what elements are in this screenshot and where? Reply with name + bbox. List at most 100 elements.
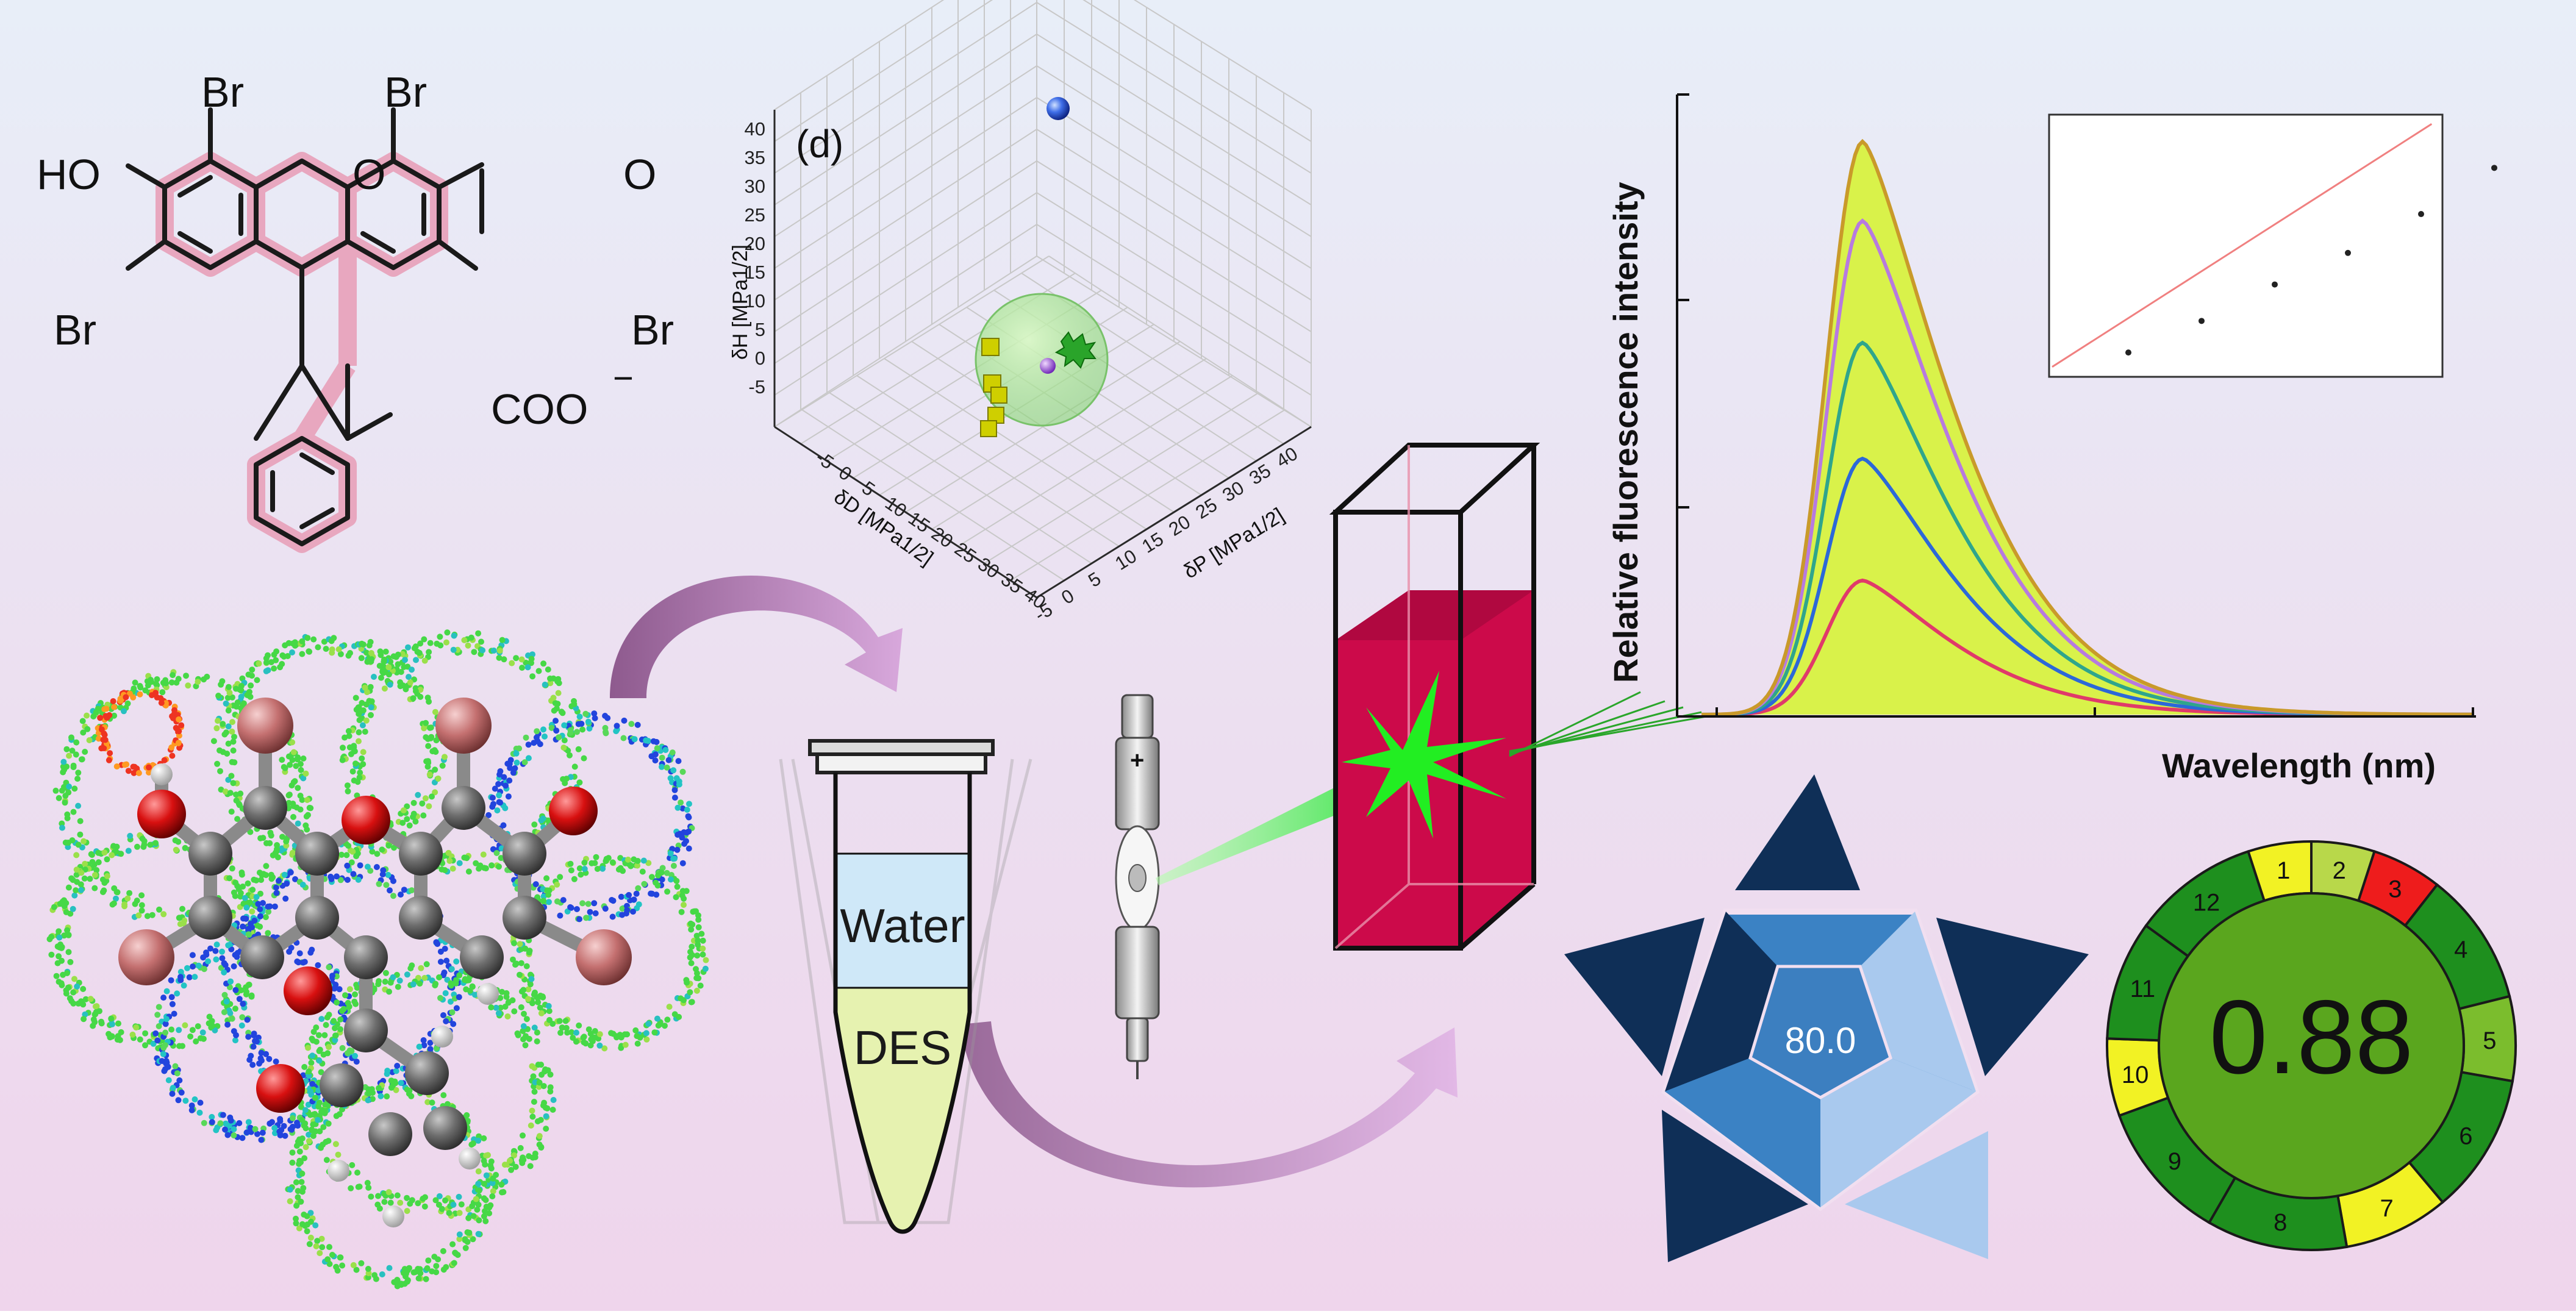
wheel-segment-label: 4 [2454,937,2467,963]
carboxylate-label: COO [491,385,588,433]
dp-tick: 5 [1084,568,1104,591]
xenon-lamp: + [1115,694,1160,1079]
wheel-segment-label: 9 [2168,1148,2181,1175]
des-phase [835,988,970,1232]
dp-tick: 40 [1272,443,1301,472]
dh-tick: 25 [745,204,765,226]
esp-molecule-model [46,629,709,1290]
emission-rays [1509,691,1717,757]
inset-point [2125,349,2131,356]
tube-body [833,773,972,1234]
des-label: DES [854,1021,951,1074]
process-arrow-top [610,576,903,698]
wheel-segment-label: 10 [2122,1062,2149,1088]
eosin-structure: Br Br HO O O Br Br COO − [37,68,674,553]
hansen-sphere [975,293,1109,427]
cuvette [1329,443,1540,951]
fluorescence-spectrum: Relative fluorescence intensity Waveleng… [1606,93,2497,785]
inset-point [2345,249,2351,256]
hydroxyl-label: HO [37,151,101,198]
spectrum-y-label: Relative fluorescence intensity [1606,182,1645,683]
agree-center [1748,965,1893,1099]
tube-cap [808,739,995,756]
agree-triangle-bottom-left [1662,1110,1808,1262]
charge-label: − [613,359,634,398]
agree-triangle-top [1735,774,1860,890]
wheel-segment-label: 12 [2193,889,2220,916]
spectrum-x-label: Wavelength (nm) [2162,746,2436,785]
centrifuge-tube: Water DES [779,739,1032,1234]
water-phase [835,854,970,988]
wheel-segment-label: 8 [2274,1209,2287,1236]
bromine-label-3: Br [54,306,96,354]
wheel-segment-label: 6 [2459,1123,2472,1149]
dp-tick: 0 [1057,585,1078,609]
wheel-segment-label: 7 [2380,1195,2393,1222]
solute-point-blue [1046,97,1070,120]
wheel-center [2158,892,2465,1199]
dh-tick: 5 [755,319,765,340]
wheel-segment-label: 1 [2277,857,2290,884]
process-arrow-bottom [961,1021,1458,1188]
spectrum-fill [1701,141,2475,715]
dh-tick-labels: 40 35 30 25 20 15 10 5 0 -5 [745,118,765,398]
cube-points [980,338,1007,437]
dh-axis-label: δH [MPa1/2] [729,245,752,360]
dh-tick: 15 [745,262,765,283]
axis-lines [773,110,1312,599]
wheel-segment-label: 3 [2388,876,2402,903]
agree-triangle-right [1936,918,2089,1076]
agree-score: 80.0 [1785,1020,1856,1061]
keto-oxygen-label: O [623,151,656,198]
wheel-score: 0.88 [2209,979,2414,1096]
calibration-inset [2048,113,2497,378]
dh-tick: -5 [748,376,765,398]
dp-axis-label: δP [MPa1/2] [1179,504,1288,584]
spectrum-series [1701,138,2475,716]
inset-fit-line [2052,123,2433,368]
tube-rim [815,752,987,774]
dd-tick: -5 [812,446,838,473]
wheel-segment-label: 11 [2130,976,2156,1002]
wheel-segment-label: 2 [2333,857,2346,884]
bromine-label-4: Br [631,306,674,354]
star-point-cluster [1054,331,1097,369]
dh-tick: 30 [745,176,765,197]
svg-text:+: + [1130,747,1144,774]
emission-ray [1509,713,1717,752]
ring-oxygen-label: O [352,151,385,198]
dh-tick: 10 [745,290,765,312]
inset-point [2418,211,2424,218]
dd-tick: 30 [974,553,1003,582]
wheel-segment-label: 5 [2483,1027,2496,1054]
dh-tick: 40 [745,118,765,140]
sphere-center-point [1040,358,1056,374]
emission-ray [1509,691,1641,757]
dd-tick: 0 [835,462,856,485]
water-label: Water [840,899,965,952]
bromine-label-1: Br [201,68,244,116]
agree-pictogram: 80.0 [1564,774,2089,1262]
agree-triangle-left [1564,918,1705,1076]
inset-marks [2052,123,2497,368]
dd-tick: 5 [858,477,879,501]
emission-star [1342,671,1506,838]
inset-point [2272,281,2278,288]
dd-tick: 25 [951,538,980,567]
panel-label: (d) [796,122,843,166]
structure-bonds [126,107,484,546]
bromine-label-2: Br [384,68,427,116]
spectrum-curve [1701,138,2474,716]
spectrum-axes [1676,93,2476,718]
dh-tick: 20 [745,233,765,254]
agree-triangle-bottom-right [1845,1131,1988,1259]
dh-tick: 35 [745,147,765,168]
dh-tick: 0 [755,348,765,369]
inset-point [2199,318,2205,324]
model-atoms [118,698,632,1227]
